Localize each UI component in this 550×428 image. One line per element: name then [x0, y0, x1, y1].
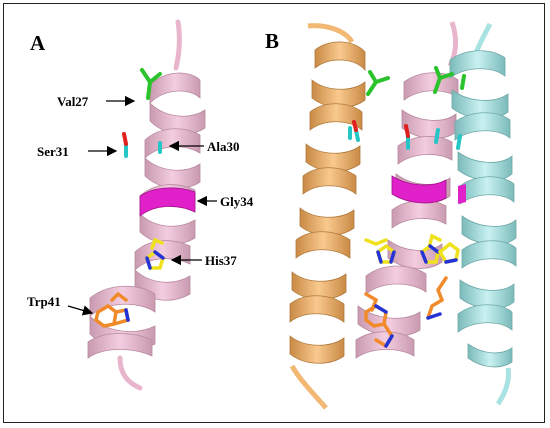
- label-ala30: Ala30: [168, 139, 240, 154]
- trp41-sidechain: [94, 291, 131, 328]
- svg-text:Ser31: Ser31: [37, 144, 69, 159]
- panel-b-ser-ala-sidechains: [348, 120, 462, 150]
- label-ser31: Ser31: [37, 144, 118, 159]
- his37-sidechain: [144, 237, 166, 270]
- panel-a-helix: [87, 19, 206, 391]
- svg-text:Trp41: Trp41: [27, 294, 61, 309]
- panel-a-letter: A: [30, 31, 46, 55]
- label-gly34: Gly34: [196, 194, 254, 209]
- svg-text:His37: His37: [205, 253, 237, 268]
- panel-b-helix-pink: [355, 21, 459, 359]
- panel-b-val27-sidechains: [366, 66, 466, 96]
- svg-text:Val27: Val27: [57, 94, 89, 109]
- panel-b-helix-cyan: [449, 22, 517, 406]
- panel-b-helix-orange: [289, 23, 366, 410]
- panel-b-trp41-sidechains: [364, 276, 448, 349]
- label-val27: Val27: [57, 94, 136, 109]
- ser31-sidechain: [122, 132, 128, 158]
- svg-text:Gly34: Gly34: [220, 194, 254, 209]
- label-trp41: Trp41: [27, 294, 94, 316]
- val27-sidechain: [140, 68, 162, 100]
- label-his37: His37: [170, 253, 237, 268]
- panel-b-letter: B: [265, 29, 279, 53]
- svg-text:Ala30: Ala30: [207, 139, 240, 154]
- panel-b-his37-sidechains: [364, 233, 460, 264]
